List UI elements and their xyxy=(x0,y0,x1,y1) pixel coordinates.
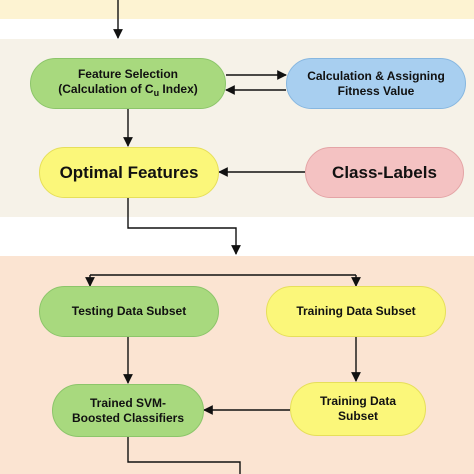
feature-selection-line1: Feature Selection xyxy=(77,67,178,82)
testing-subset-node: Testing Data Subset xyxy=(39,286,219,337)
optimal-features-label: Optimal Features xyxy=(59,162,199,182)
arrow-optimal-features-to-split xyxy=(127,198,241,255)
fitness-line2: Fitness Value xyxy=(337,83,415,98)
training-subset-bottom-line2: Subset xyxy=(337,409,378,423)
feature-selection-node: Feature Selection (Calculation of Cu Ind… xyxy=(30,58,226,109)
fitness-line1: Calculation & Assigning xyxy=(307,68,445,83)
training-subset-top-node: Training Data Subset xyxy=(266,286,446,337)
trained-svm-node: Trained SVM- Boosted Classifiers xyxy=(52,384,204,437)
arrow-trained-svm-outward xyxy=(127,437,241,474)
class-labels-node: Class-Labels xyxy=(305,147,464,198)
feature-selection-line2: (Calculation of Cu Index) xyxy=(58,82,198,99)
fitness-node: Calculation & Assigning Fitness Value xyxy=(286,58,466,109)
training-subset-bottom-line1: Training Data xyxy=(319,394,396,408)
training-subset-top-label: Training Data Subset xyxy=(296,304,416,318)
class-labels-label: Class-Labels xyxy=(332,162,437,182)
optimal-features-node: Optimal Features xyxy=(39,147,219,198)
trained-svm-line1: Trained SVM- xyxy=(89,395,166,410)
training-subset-bottom-node: Training Data Subset xyxy=(290,382,426,436)
trained-svm-line2: Boosted Classifiers xyxy=(71,410,185,425)
testing-subset-label: Testing Data Subset xyxy=(71,304,187,318)
